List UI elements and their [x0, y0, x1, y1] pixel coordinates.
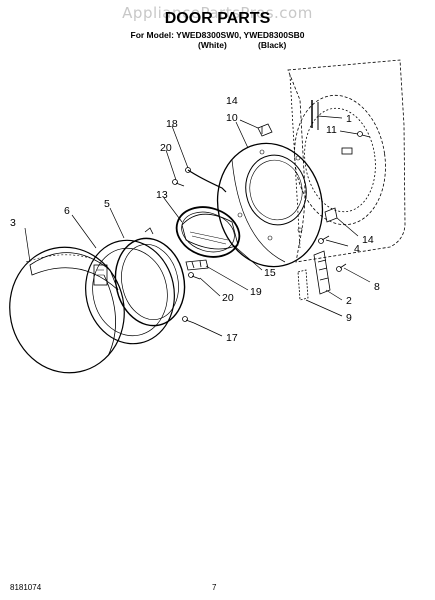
footer-page-number: 7: [212, 583, 217, 592]
callout-17: 17: [226, 332, 238, 344]
page-title: DOOR PARTS: [164, 10, 271, 27]
model-line: For Model: YWED8300SW0, YWED8300SB0: [130, 30, 305, 40]
callout-10: 10: [226, 112, 238, 124]
callout-13: 13: [156, 189, 168, 201]
callout-2: 2: [346, 295, 352, 307]
hinge-parts: [185, 123, 338, 301]
lint-filter-cover: [181, 213, 239, 250]
callout-6: 6: [64, 205, 70, 217]
variant-white-label: (White): [198, 40, 227, 50]
callout-4: 4: [354, 243, 360, 255]
door-seal: [175, 206, 241, 258]
callout-1: 1: [346, 113, 352, 125]
callout-14-top: 14: [226, 95, 238, 107]
door-window-gasket: [114, 227, 186, 327]
footer-part-number: 8181074: [10, 583, 42, 592]
callout-18: 18: [166, 118, 178, 130]
door-inner-frame: [85, 239, 175, 345]
callout-20-top: 20: [160, 142, 172, 154]
callout-11: 11: [326, 124, 337, 136]
leader-lines: [24, 115, 371, 337]
watermark: AppliancePartsPros.com: [122, 4, 313, 22]
callout-15: 15: [264, 267, 276, 279]
door-outer-panel: [9, 246, 125, 374]
callout-9: 9: [346, 312, 352, 324]
callout-5: 5: [104, 198, 110, 210]
cabinet-front-panel: [287, 59, 406, 263]
callouts: 1 14 10 11 18 20 13 3 6 5 14 4 15 8 19 2…: [10, 95, 380, 344]
callout-3: 3: [10, 217, 16, 229]
variant-black-label: (Black): [258, 40, 287, 50]
callout-8: 8: [374, 281, 380, 293]
callout-20-lower: 20: [222, 292, 234, 304]
callout-19: 19: [250, 286, 262, 298]
callout-14-lower: 14: [362, 234, 374, 246]
